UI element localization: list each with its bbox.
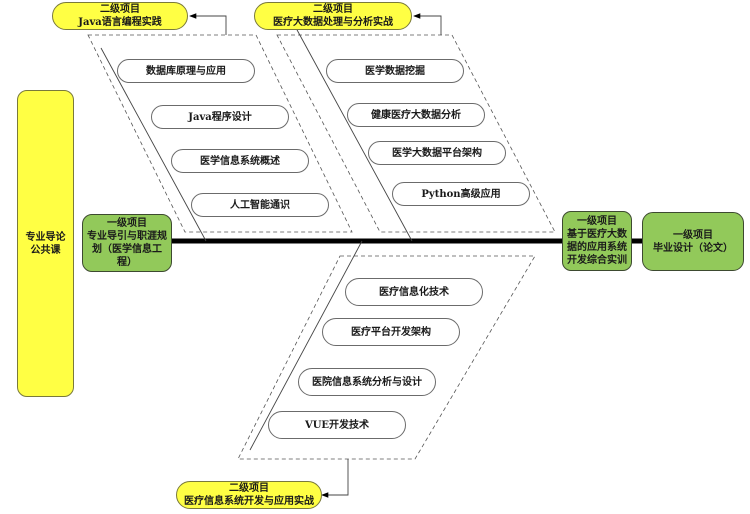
course-pill: 医疗信息化技术 — [345, 278, 483, 306]
level1-integrated-line-2: 基于医疗大数 — [567, 229, 627, 240]
course-pill: 人工智能通识 — [191, 193, 329, 217]
group-frame-his — [237, 255, 536, 460]
level1-intro-line-4: 程） — [117, 257, 137, 268]
branch-java — [100, 47, 207, 242]
branch-his — [249, 240, 363, 451]
level2-his-line-1: 二级项目 — [229, 483, 269, 494]
connector-java — [189, 13, 227, 35]
public-course-column: 专业导论 公共课 — [17, 90, 74, 397]
level2-java-line-1: 二级项目 — [99, 4, 140, 15]
level2-bigdata-node: 二级项目 医疗大数据处理与分析实战 — [254, 2, 412, 30]
connector-his — [321, 459, 349, 498]
public-course-line-1: 专业导论 — [25, 231, 66, 243]
group-frame-java — [87, 34, 353, 233]
course-pill: Java程序设计 — [151, 105, 289, 129]
course-pill: 医学信息系统概述 — [171, 149, 309, 173]
level1-intro-line-2: 专业导引与职涯规 — [87, 231, 167, 242]
level2-java-node: 二级项目 Java语言编程实践 — [52, 2, 188, 30]
public-course-line-2: 公共课 — [30, 244, 61, 256]
connector-bigdata — [413, 13, 442, 35]
course-pill: 医院信息系统分析与设计 — [298, 368, 436, 396]
level1-intro-node: 一级项目 专业导引与职涯规 划（医学信息工 程） — [82, 214, 172, 272]
level2-bigdata-line-2: 医疗大数据处理与分析实战 — [273, 17, 393, 28]
level2-java-line-2: Java语言编程实践 — [78, 17, 162, 28]
course-pill: 健康医疗大数据分析 — [347, 103, 485, 127]
level1-integrated-line-1: 一级项目 — [577, 216, 617, 227]
group-frame-bigdata — [276, 34, 556, 233]
level2-his-node: 二级项目 医疗信息系统开发与应用实战 — [176, 481, 322, 509]
level1-integrated-line-3: 据的应用系统 — [567, 242, 627, 253]
course-pill: Python高级应用 — [392, 182, 530, 206]
course-pill: VUE开发技术 — [268, 411, 406, 439]
level1-intro-line-1: 一级项目 — [107, 218, 147, 229]
course-pill: 医疗平台开发架构 — [322, 318, 460, 346]
level1-graduation-line-1: 一级项目 — [673, 229, 713, 241]
level2-his-line-2: 医疗信息系统开发与应用实战 — [184, 496, 314, 507]
course-pill: 数据库原理与应用 — [117, 59, 255, 83]
level1-integrated-line-4: 开发综合实训 — [567, 255, 627, 266]
level1-graduation-line-2: 毕业设计（论文） — [653, 242, 733, 254]
level1-graduation-node: 一级项目 毕业设计（论文） — [642, 212, 744, 271]
course-pill: 医学大数据平台架构 — [368, 141, 506, 165]
level2-bigdata-line-1: 二级项目 — [313, 4, 353, 15]
branch-bigdata — [295, 27, 413, 242]
level1-intro-line-3: 划（医学信息工 — [92, 244, 162, 255]
course-pill: 医学数据挖掘 — [326, 59, 464, 83]
level1-integrated-node: 一级项目 基于医疗大数 据的应用系统 开发综合实训 — [562, 211, 632, 271]
